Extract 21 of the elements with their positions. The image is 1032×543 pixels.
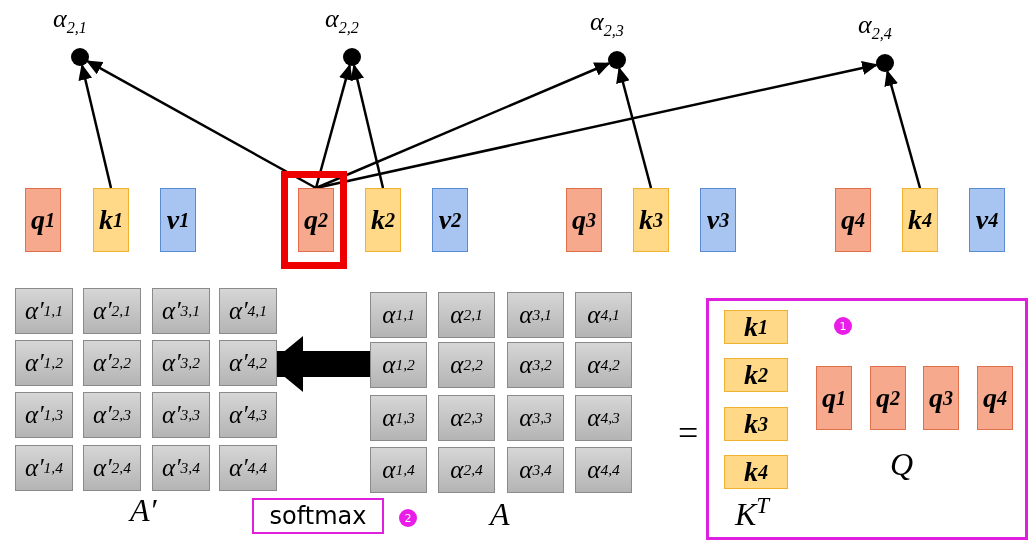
operation-label: softmax: [252, 498, 384, 534]
arrow: [315, 62, 611, 190]
score-label: α$_{2,1}$: [53, 4, 87, 38]
matrix-label: K$^{T}$: [735, 492, 770, 533]
matrix-label: Q: [890, 446, 914, 483]
arrow: [78, 63, 113, 189]
arrow: [884, 69, 922, 189]
step-badge: 1: [834, 317, 852, 335]
score-label: α$_{2,4}$: [858, 10, 892, 44]
arrow: [314, 63, 353, 189]
matrix-label: A′: [130, 492, 157, 529]
equals-sign: =: [678, 412, 699, 454]
step-badge: 2: [399, 509, 417, 527]
highlight-frame: [281, 171, 347, 269]
arrow: [86, 60, 317, 190]
highlight-frame: [706, 298, 1028, 540]
matrix-label: A: [490, 496, 510, 533]
score-label: α$_{2,3}$: [590, 7, 624, 41]
score-label: α$_{2,2}$: [325, 4, 359, 38]
arrow: [616, 66, 653, 189]
arrow: [350, 63, 385, 189]
